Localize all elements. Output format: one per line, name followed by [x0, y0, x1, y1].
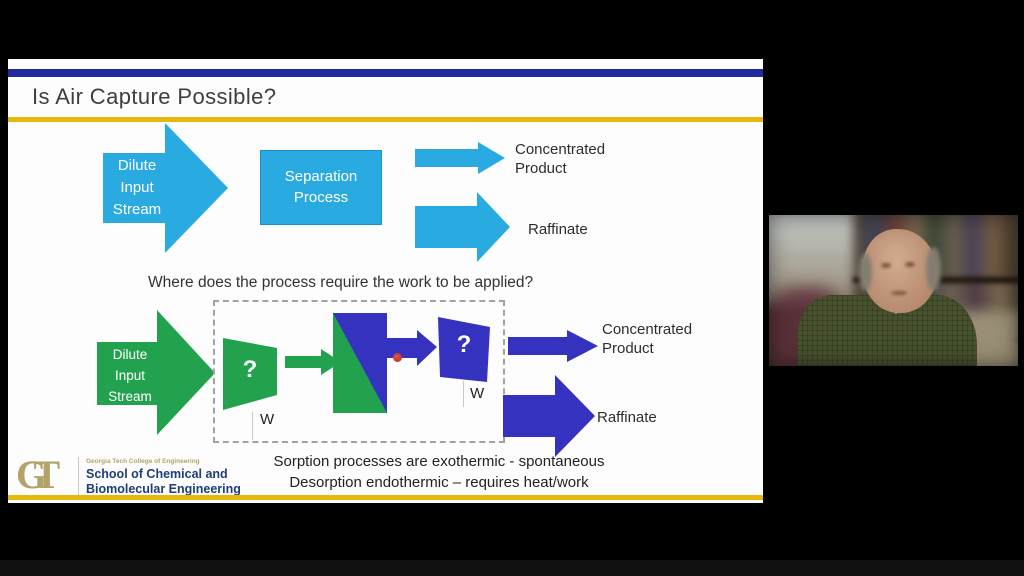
presenter-hair-left	[859, 253, 872, 291]
work-boundary-dashed-box	[213, 300, 505, 443]
work-label-blue: W	[470, 385, 485, 402]
input-stream-label-bottom: Dilute Input Stream	[108, 347, 152, 404]
concentrated-product-arrow-bottom	[508, 330, 598, 362]
presenter-eye-left	[881, 263, 891, 268]
sorption-column-blue-half	[333, 313, 387, 413]
raffinate-arrow-top	[415, 192, 510, 262]
expander-question-mark-blue: ?	[456, 331, 472, 358]
slide-bottom-accent-bar	[8, 495, 763, 500]
webcam-vignette	[769, 215, 1018, 366]
sorption-note: Sorption processes are exothermic - spon…	[273, 453, 605, 470]
expander-unit-blue	[438, 317, 490, 382]
presenter-hair-right	[926, 247, 941, 291]
concentrated-product-arrow-top	[415, 142, 505, 174]
presentation-slide: Is Air Capture Possible? Dilute Input St…	[8, 59, 763, 503]
presenter-mouth	[891, 291, 907, 295]
player-bottom-strip	[0, 560, 1024, 576]
slide-title: Is Air Capture Possible?	[32, 84, 277, 109]
work-question-text: Where does the process require the work …	[148, 274, 534, 291]
concentrated-product-label-top: Concentrated Product	[515, 141, 606, 177]
presenter-eye-right	[905, 262, 915, 267]
georgia-tech-logo: GT	[16, 452, 60, 497]
compressor-question-mark-green: ?	[242, 356, 258, 383]
slide-top-accent-bar	[8, 69, 763, 77]
title-underline	[8, 117, 763, 122]
presenter-head	[863, 229, 937, 313]
work-label-green: W	[260, 411, 275, 428]
raffinate-label-top: Raffinate	[528, 221, 588, 238]
presenter-webcam-video	[769, 215, 1018, 366]
raffinate-arrow-bottom	[503, 375, 595, 457]
thermodynamics-notes: Sorption processes are exothermic - spon…	[234, 451, 644, 493]
desorption-note: Desorption endothermic – requires heat/w…	[289, 474, 589, 491]
raffinate-label-bottom: Raffinate	[597, 409, 657, 426]
input-stream-label-top: Dilute Input Stream	[112, 157, 162, 218]
logo-college-text: Georgia Tech College of Engineering	[86, 458, 200, 465]
concentrated-product-label-bottom: Concentrated Product	[602, 321, 693, 357]
work-input-line-blue	[463, 381, 464, 407]
work-input-line-green	[252, 412, 253, 440]
laser-pointer-dot	[393, 353, 402, 362]
sorption-column-split-rect	[333, 313, 387, 413]
separation-process-box: Separation Process	[260, 150, 382, 225]
logo-divider	[78, 457, 79, 497]
logo-school-text: School of Chemical and Biomolecular Engi…	[86, 467, 241, 496]
